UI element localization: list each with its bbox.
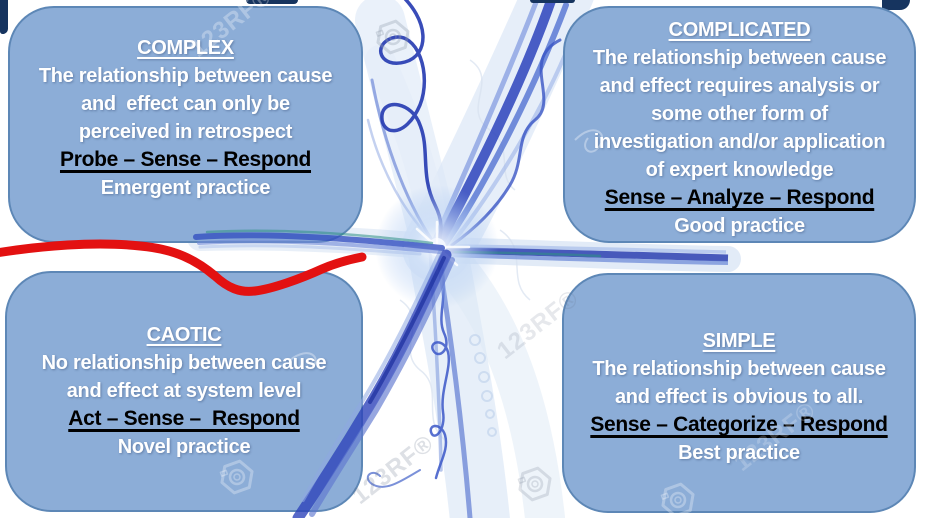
quadrant-body-line: and effect requires analysis or [599, 75, 880, 97]
quadrant-practice-label: Best practice [678, 442, 800, 464]
quadrant-body-line: of expert knowledge [645, 159, 834, 181]
quadrant-complicated-panel: COMPLICATED The relationship between cau… [563, 6, 916, 243]
quadrant-title: COMPLICATED [668, 19, 811, 41]
quadrant-title: COMPLEX [137, 37, 234, 59]
quadrant-action-sequence: Sense – Analyze – Respond [604, 186, 875, 209]
quadrant-title: CAOTIC [146, 324, 222, 346]
quadrant-action-sequence: Probe – Sense – Respond [59, 148, 312, 171]
quadrant-simple-panel: SIMPLE The relationship between cause an… [562, 273, 916, 513]
quadrant-chaotic-panel: CAOTIC No relationship between cause and… [5, 271, 363, 512]
red-divider-curve [0, 239, 367, 296]
quadrant-title: SIMPLE [702, 330, 776, 352]
quadrant-body-line: The relationship between cause [38, 65, 333, 87]
loop-garland [469, 334, 497, 437]
dark-edge-shape-top-right [882, 0, 910, 10]
quadrant-body-line: The relationship between cause [592, 358, 886, 380]
dark-edge-shape-top-mid-right [530, 0, 575, 3]
quadrant-body-line: investigation and/or application [593, 131, 886, 153]
quadrant-body-line: and effect can only be [81, 93, 290, 115]
quadrant-body-line: and effect at system level [66, 380, 302, 402]
quadrant-practice-label: Good practice [674, 215, 805, 237]
quadrant-practice-label: Novel practice [117, 436, 251, 458]
dark-edge-shape-top-left [0, 0, 8, 34]
quadrant-body-line: No relationship between cause [41, 352, 327, 374]
quadrant-body-line: and effect is obvious to all. [614, 386, 863, 408]
dark-edge-shape-top-mid-left [246, 0, 298, 4]
quadrant-body-line: The relationship between cause [592, 47, 887, 69]
quadrant-action-sequence: Sense – Categorize – Respond [590, 413, 888, 436]
quadrant-practice-label: Emergent practice [100, 177, 271, 199]
quadrant-complex-panel: COMPLEX The relationship between cause a… [8, 6, 363, 243]
quadrant-body-line: perceived in retrospect [78, 121, 293, 143]
quadrant-body-line: some other form of [651, 103, 828, 125]
left-strand-band [193, 229, 445, 256]
quadrant-action-sequence: Act – Sense – Respond [68, 407, 300, 430]
down-left-strand-bundle [292, 249, 455, 518]
